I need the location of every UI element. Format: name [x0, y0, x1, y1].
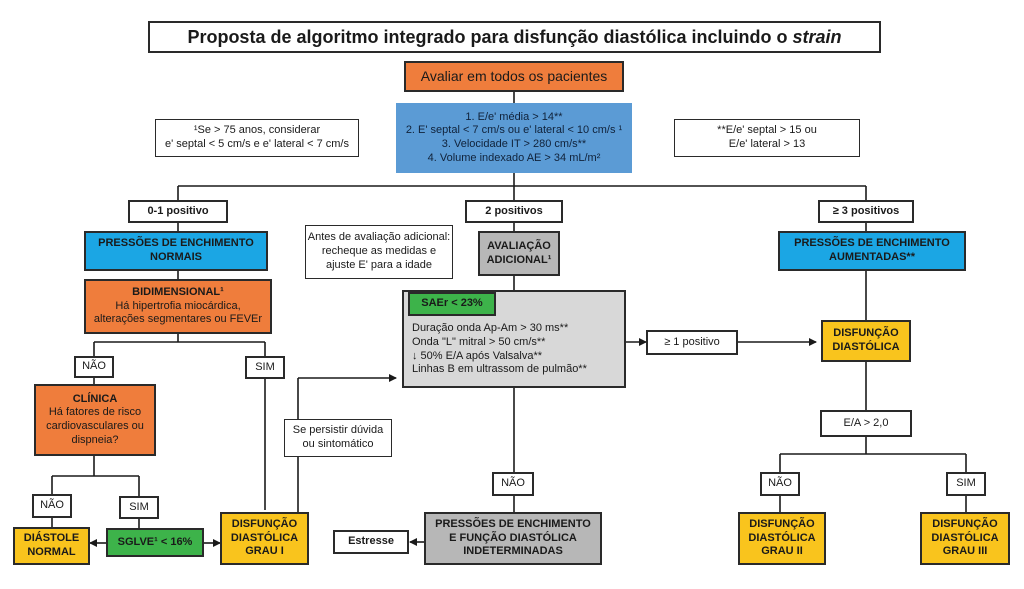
nao-label-right: NÃO	[760, 472, 800, 496]
persist-note-line-2: ou sintomático	[302, 438, 374, 450]
bidimensional-line-1: Há hipertrofia miocárdica,	[115, 299, 241, 312]
branch-right-text: ≥ 3 positivos	[832, 204, 900, 217]
criterion-3: 3. Velocidade IT > 280 cm/s**	[441, 138, 587, 150]
increased-pressures-line-2: AUMENTADAS**	[829, 251, 915, 263]
grau2-line-1: DISFUNÇÃO	[749, 517, 815, 530]
sim-text-1: SIM	[255, 360, 275, 373]
additional-4: Linhas B em ultrassom de pulmão**	[412, 363, 587, 376]
ee-note: **E/e' septal > 15 ou E/e' lateral > 13	[674, 119, 860, 157]
before-note-line-3: ajuste E' para a idade	[325, 258, 433, 271]
disf-right-line-2: DIASTÓLICA	[832, 341, 900, 353]
saer-text: SAEr < 23%	[421, 297, 483, 310]
diastole-normal-box: DIÁSTOLE NORMAL	[13, 527, 90, 565]
diastole-normal-line-1: DIÁSTOLE	[23, 532, 80, 545]
avaliacao-adicional-box: AVALIAÇÃO ADICIONAL¹	[478, 231, 560, 276]
indeterminate-line-1: PRESSÕES DE ENCHIMENTO	[435, 517, 591, 530]
increased-pressures-line-1: PRESSÕES DE ENCHIMENTO	[794, 237, 950, 250]
estresse-box: Estresse	[333, 530, 409, 554]
grau2-line-2: DIASTÓLICA	[748, 531, 816, 544]
before-note: Antes de avaliação adicional: recheque a…	[305, 225, 453, 279]
grau3-line-2: DIASTÓLICA	[931, 531, 999, 544]
persist-note-line-1: Se persistir dúvida	[292, 424, 384, 437]
additional-2: Onda "L" mitral > 50 cm/s**	[412, 335, 546, 348]
criterion-2: 2. E' septal < 7 cm/s ou e' lateral < 10…	[405, 124, 623, 137]
criterion-1: 1. E/e' média > 14**	[465, 110, 563, 123]
disfuncao-grau2-box: DISFUNÇÃO DIASTÓLICA GRAU II	[738, 512, 826, 565]
estresse-text: Estresse	[348, 535, 394, 548]
age-note-line-1: ¹Se > 75 anos, considerar	[193, 124, 321, 137]
normal-pressures-box: PRESSÕES DE ENCHIMENTO NORMAIS	[84, 231, 268, 271]
nao-text-right: NÃO	[768, 477, 792, 490]
bidimensional-title: BIDIMENSIONAL¹	[132, 285, 224, 298]
one-positive-label: ≥ 1 positivo	[646, 330, 738, 355]
branch-middle-text: 2 positivos	[485, 204, 543, 217]
title-text: Proposta de algoritmo integrado para dis…	[187, 26, 788, 47]
title-italic: strain	[792, 26, 842, 47]
sim-label-1: SIM	[245, 356, 285, 379]
bidimensional-box: BIDIMENSIONAL¹ Há hipertrofia miocárdica…	[84, 279, 272, 334]
disfuncao-right-box: DISFUNÇÃO DIASTÓLICA	[821, 320, 911, 362]
grau1-line-3: GRAU I	[245, 545, 284, 558]
ee-note-line-1: **E/e' septal > 15 ou	[717, 124, 817, 137]
start-text: Avaliar em todos os pacientes	[420, 67, 608, 84]
ea-box: E/A > 2,0	[820, 410, 912, 437]
indeterminate-box: PRESSÕES DE ENCHIMENTO E FUNÇÃO DIASTÓLI…	[424, 512, 602, 565]
sglve-box: SGLVE¹ < 16%	[106, 528, 204, 557]
nao-label-1: NÃO	[74, 356, 114, 378]
nao-text-mid: NÃO	[501, 477, 525, 490]
sim-label-2: SIM	[119, 496, 159, 519]
branch-left-label: 0-1 positivo	[128, 200, 228, 223]
before-note-line-1: Antes de avaliação adicional:	[307, 231, 451, 244]
avaliacao-line-1: AVALIAÇÃO	[487, 239, 551, 252]
increased-pressures-box: PRESSÕES DE ENCHIMENTO AUMENTADAS**	[778, 231, 966, 271]
persist-note: Se persistir dúvida ou sintomático	[284, 419, 392, 457]
sim-text-right: SIM	[956, 477, 976, 490]
diagram-title: Proposta de algoritmo integrado para dis…	[148, 21, 881, 53]
sim-label-right: SIM	[946, 472, 986, 496]
nao-text-1: NÃO	[82, 360, 106, 373]
sglve-text: SGLVE¹ < 16%	[117, 535, 193, 548]
before-note-line-2: recheque as medidas e	[321, 245, 437, 258]
nao-text-2: NÃO	[40, 499, 64, 512]
ee-note-line-2: E/e' lateral > 13	[728, 138, 806, 150]
nao-label-mid: NÃO	[492, 472, 534, 496]
normal-pressures-line-2: NORMAIS	[150, 251, 202, 263]
disfuncao-grau1-box: DISFUNÇÃO DIASTÓLICA GRAU I	[220, 512, 309, 565]
criteria-box: 1. E/e' média > 14** 2. E' septal < 7 cm…	[396, 103, 632, 173]
age-note-line-2: e' septal < 5 cm/s e e' lateral < 7 cm/s	[165, 138, 349, 150]
one-positive-text: ≥ 1 positivo	[664, 335, 720, 348]
indeterminate-line-2: E FUNÇÃO DIASTÓLICA	[449, 531, 577, 544]
bidimensional-line-2: alterações segmentares ou FEVEr	[93, 313, 263, 326]
additional-1: Duração onda Ap-Am > 30 ms**	[412, 322, 569, 334]
additional-3: ↓ 50% E/A após Valsalva**	[412, 349, 543, 362]
branch-right-label: ≥ 3 positivos	[818, 200, 914, 223]
clinica-line-2: cardiovasculares ou	[46, 420, 144, 432]
diastole-normal-line-2: NORMAL	[27, 546, 76, 558]
clinica-line-1: Há fatores de risco	[48, 406, 142, 419]
criterion-4: 4. Volume indexado AE > 34 mL/m²	[427, 151, 601, 164]
grau1-line-2: DIASTÓLICA	[230, 531, 299, 544]
ea-text: E/A > 2,0	[843, 416, 889, 429]
grau1-line-1: DISFUNÇÃO	[231, 517, 298, 530]
grau3-line-1: DISFUNÇÃO	[932, 517, 998, 530]
indeterminate-line-3: INDETERMINADAS	[463, 545, 563, 558]
nao-label-2: NÃO	[32, 494, 72, 518]
normal-pressures-line-1: PRESSÕES DE ENCHIMENTO	[98, 237, 254, 250]
age-note: ¹Se > 75 anos, considerar e' septal < 5 …	[155, 119, 359, 157]
sim-text-2: SIM	[129, 500, 149, 513]
saer-box: SAEr < 23%	[408, 292, 496, 316]
clinica-box: CLÍNICA Há fatores de risco cardiovascul…	[34, 384, 156, 456]
start-box: Avaliar em todos os pacientes	[404, 61, 624, 92]
avaliacao-line-2: ADICIONAL¹	[486, 253, 552, 266]
grau2-line-3: GRAU II	[761, 545, 803, 558]
branch-middle-label: 2 positivos	[465, 200, 563, 223]
branch-left-text: 0-1 positivo	[147, 204, 209, 217]
disf-right-line-1: DISFUNÇÃO	[833, 327, 899, 340]
disfuncao-grau3-box: DISFUNÇÃO DIASTÓLICA GRAU III	[920, 512, 1010, 565]
clinica-title: CLÍNICA	[72, 392, 118, 405]
grau3-line-3: GRAU III	[942, 545, 988, 558]
clinica-line-3: dispneia?	[71, 433, 119, 446]
